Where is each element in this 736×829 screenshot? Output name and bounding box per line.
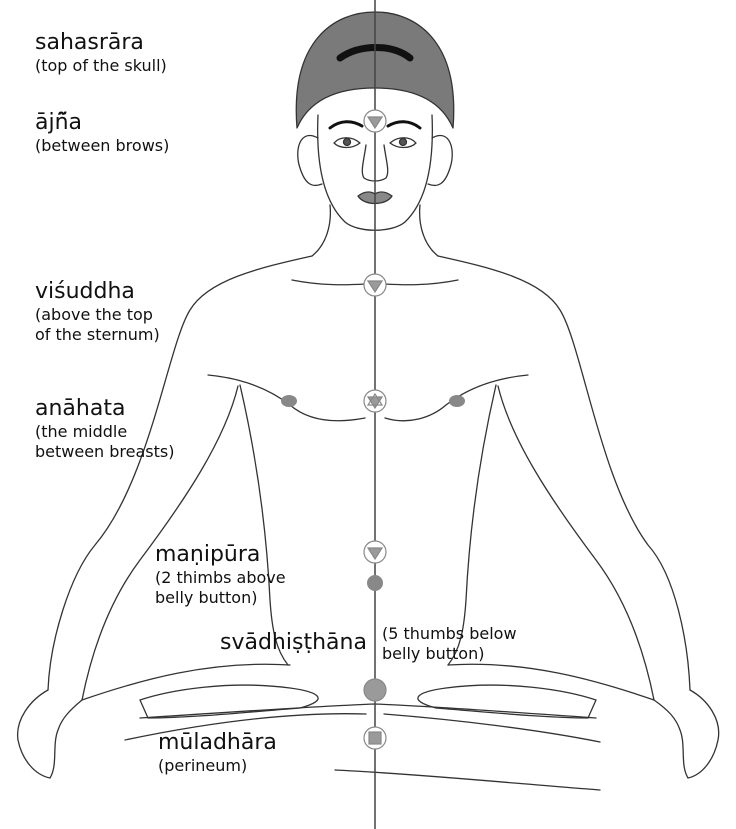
chakra-name: ājñ̃a [35, 110, 169, 136]
chakra-location: (top of the skull) [35, 56, 167, 76]
vishuddha-marker [364, 274, 386, 296]
chakra-location: (between brows) [35, 136, 169, 156]
right-shin [384, 714, 600, 742]
right-brow [388, 122, 420, 128]
chakra-location: (perineum) [158, 756, 277, 776]
chakra-location: between breasts) [35, 442, 175, 462]
navel-marker [367, 575, 383, 591]
right-inner-arm [498, 386, 654, 700]
chakra-label-anahata: anāhata (the middle between breasts) [35, 396, 175, 462]
chakra-location: of the sternum) [35, 325, 160, 345]
chakra-location: (above the top [35, 305, 160, 325]
chakra-name: sahasrāra [35, 30, 167, 56]
left-nipple [281, 395, 297, 407]
chakra-label-sahasrara: sahasrāra (top of the skull) [35, 30, 167, 76]
chakra-label-muladhara: mūladhāra (perineum) [158, 730, 277, 776]
muladhara-marker [364, 727, 386, 749]
chakra-label-svadhishthana: svādhiṣṭhāna [220, 630, 367, 656]
left-foot [140, 685, 318, 718]
chakra-label-ajna: ājñ̃a (between brows) [35, 110, 169, 156]
right-neck [420, 205, 438, 256]
chakra-location: (the middle [35, 422, 175, 442]
ajna-marker [364, 110, 386, 132]
chakra-name: mūladhāra [158, 730, 277, 756]
left-collar [292, 280, 365, 285]
chakra-name: viśuddha [35, 279, 160, 305]
left-brow [330, 122, 362, 128]
left-hand [18, 690, 82, 778]
left-thigh [82, 664, 290, 700]
chakra-location: (2 thimbs above [155, 568, 286, 588]
right-collar [385, 280, 458, 285]
chakra-location: belly button) [155, 588, 286, 608]
right-torso [448, 385, 496, 665]
chakra-label-manipura: maṇipūra (2 thimbs above belly button) [155, 542, 286, 608]
manipura-marker [364, 541, 386, 563]
right-thigh [448, 664, 654, 700]
left-neck [312, 205, 330, 256]
chakra-location: belly button) [382, 644, 517, 664]
chakra-location-svadhishthana: (5 thumbs below belly button) [382, 624, 517, 664]
chakra-name: anāhata [35, 396, 175, 422]
right-nipple [449, 395, 465, 407]
chakra-name: maṇipūra [155, 542, 286, 568]
chakra-name: svādhiṣṭhāna [220, 630, 367, 656]
left-torso [240, 385, 288, 665]
right-pupil [400, 139, 407, 146]
chakra-label-vishuddha: viśuddha (above the top of the sternum) [35, 279, 160, 345]
svadhishthana-marker [364, 679, 386, 701]
left-pupil [344, 139, 351, 146]
anahata-marker [364, 390, 386, 412]
right-hand [654, 690, 719, 778]
chakra-location: (5 thumbs below [382, 624, 517, 644]
right-foot [418, 685, 596, 718]
